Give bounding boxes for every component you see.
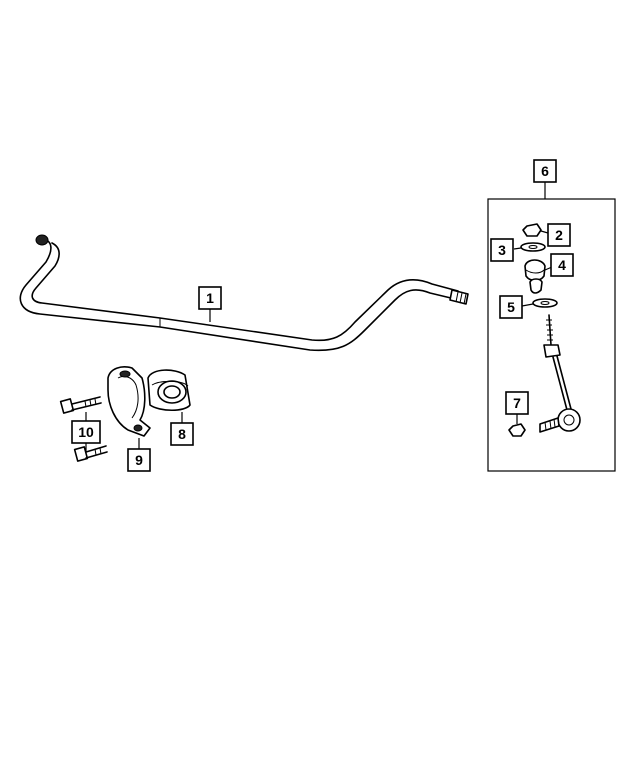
stabilizer-bar (19, 234, 469, 352)
nut-lower (508, 414, 526, 437)
callout-10-label: 10 (78, 424, 94, 440)
bushing (147, 369, 191, 412)
callout-1[interactable]: 1 (198, 286, 222, 322)
callout-7[interactable]: 7 (505, 391, 529, 415)
link-kit-frame (487, 198, 616, 472)
callout-7-label: 7 (513, 395, 521, 411)
callout-9-label: 9 (135, 452, 143, 468)
callout-9[interactable]: 9 (127, 438, 151, 472)
callout-4-label: 4 (558, 257, 566, 273)
stabilizer-link (539, 314, 581, 433)
callout-6[interactable]: 6 (533, 159, 557, 199)
callout-2[interactable]: 2 (547, 223, 571, 247)
callout-8-label: 8 (178, 426, 186, 442)
bushing-retainer (107, 366, 151, 437)
insulator (524, 259, 553, 294)
washer-lower (521, 298, 558, 308)
callout-8[interactable]: 8 (170, 412, 194, 446)
nut-upper (522, 223, 549, 237)
callout-2-label: 2 (555, 227, 563, 243)
callout-10[interactable]: 10 (71, 412, 101, 452)
callout-5-label: 5 (507, 299, 515, 315)
callout-4[interactable]: 4 (550, 253, 574, 277)
callout-3-label: 3 (498, 242, 506, 258)
bolts (59, 396, 108, 462)
washer-upper (513, 242, 546, 252)
callout-6-label: 6 (541, 163, 549, 179)
callout-3[interactable]: 3 (490, 238, 514, 262)
callout-1-label: 1 (206, 290, 214, 306)
callout-5[interactable]: 5 (499, 295, 523, 319)
